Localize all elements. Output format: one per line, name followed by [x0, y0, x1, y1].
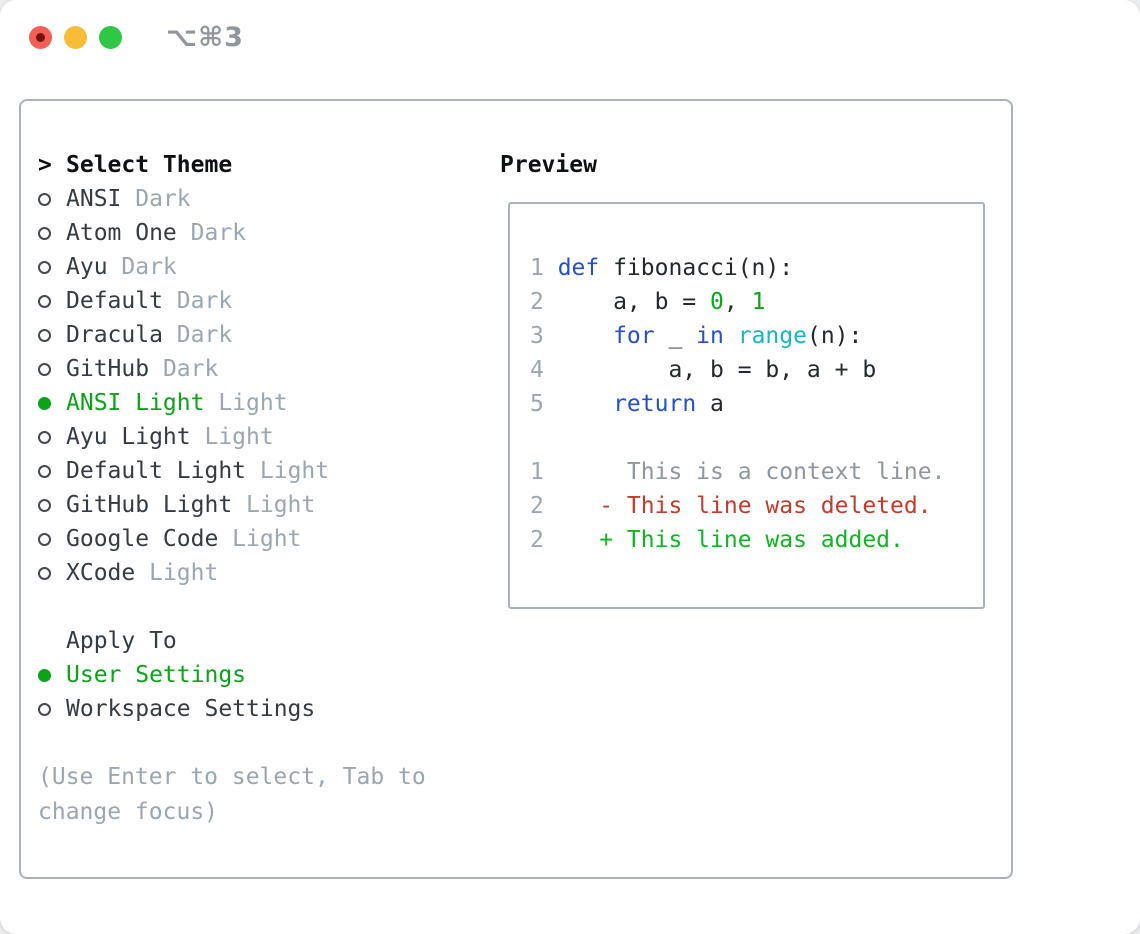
radio-icon [38, 226, 51, 240]
code-line: 5 return a [530, 387, 945, 421]
theme-item[interactable]: GitHub Dark [38, 352, 478, 386]
line-number: 2 [530, 289, 544, 315]
theme-item[interactable]: Default Dark [38, 284, 478, 318]
diff-preview: 1 This is a context line.2 - This line w… [530, 455, 945, 557]
option-variant-label: Dark [190, 220, 247, 246]
radio-selected-icon [38, 396, 51, 410]
option-label: Ayu [66, 254, 122, 280]
theme-item[interactable]: Google Code Light [38, 522, 478, 556]
apply-to-option[interactable]: Workspace Settings [38, 692, 478, 726]
option-label: Default [66, 288, 177, 314]
option-variant-label: Light [232, 526, 302, 552]
option-variant-label: Light [259, 458, 330, 484]
line-number: 4 [530, 357, 544, 383]
radio-icon [38, 328, 51, 342]
radio-selected-icon [38, 668, 51, 682]
option-variant-label: Dark [176, 322, 233, 348]
theme-item[interactable]: Ayu Dark [38, 250, 478, 284]
line-number: 2 [530, 493, 544, 519]
window-title: ⌥⌘3 [166, 22, 244, 53]
radio-icon [38, 566, 51, 580]
option-label: User Settings [66, 662, 247, 688]
close-dot-icon [36, 33, 45, 42]
option-label: GitHub [66, 356, 163, 382]
radio-icon [38, 702, 51, 716]
option-label: GitHub Light [66, 492, 247, 518]
preview-header: Preview [500, 152, 597, 178]
blank-line [530, 421, 945, 455]
radio-icon [38, 532, 51, 546]
option-label: ANSI [66, 186, 136, 212]
spacer [38, 726, 478, 760]
diff-line: 1 This is a context line. [530, 455, 945, 489]
line-number: 2 [530, 527, 544, 553]
theme-item[interactable]: Ayu Light Light [38, 420, 478, 454]
option-label: Google Code [66, 526, 233, 552]
code-line: 4 a, b = b, a + b [530, 353, 945, 387]
option-label: ANSI Light [66, 390, 219, 416]
minimize-button[interactable] [64, 26, 87, 49]
apply-to-option[interactable]: User Settings [38, 658, 478, 692]
option-variant-label: Light [204, 424, 274, 450]
zoom-button[interactable] [99, 26, 122, 49]
line-number: 1 [530, 459, 544, 485]
option-variant-label: Light [149, 560, 219, 586]
radio-icon [38, 294, 51, 308]
select-theme-title: Select Theme [66, 152, 233, 178]
option-label: Atom One [66, 220, 191, 246]
radio-icon [38, 192, 51, 206]
theme-item[interactable]: XCode Light [38, 556, 478, 590]
theme-item[interactable]: ANSI Light Light [38, 386, 478, 420]
radio-icon [38, 498, 51, 512]
option-variant-label: Dark [176, 288, 233, 314]
radio-icon [38, 362, 51, 376]
option-label: XCode [66, 560, 150, 586]
option-variant-label: Light [246, 492, 316, 518]
radio-icon [38, 464, 51, 478]
apply-to-title: Apply To [66, 628, 177, 654]
code-line: 2 a, b = 0, 1 [530, 285, 945, 319]
select-theme-header: > Select Theme [38, 148, 478, 182]
option-label: Ayu Light [66, 424, 205, 450]
hint-text: (Use Enter to select, Tab to change focu… [38, 764, 426, 825]
cursor-prefix-icon: > [38, 152, 52, 178]
theme-item[interactable]: ANSI Dark [38, 182, 478, 216]
diff-line: 2 + This line was added. [530, 523, 945, 557]
theme-item[interactable]: Dracula Dark [38, 318, 478, 352]
option-variant-label: Dark [135, 186, 191, 212]
line-number: 1 [530, 255, 544, 281]
apply-to-header: Apply To [38, 624, 478, 658]
theme-item[interactable]: Atom One Dark [38, 216, 478, 250]
option-variant-label: Dark [121, 254, 177, 280]
spacer [38, 590, 478, 624]
option-label: Dracula [66, 322, 177, 348]
option-label: Default Light [66, 458, 260, 484]
close-button[interactable] [29, 26, 52, 49]
radio-icon [38, 430, 51, 444]
code-line: 3 for _ in range(n): [530, 319, 945, 353]
diff-line: 2 - This line was deleted. [530, 489, 945, 523]
option-variant-label: Light [218, 390, 288, 416]
line-number: 3 [530, 323, 544, 349]
line-number: 5 [530, 391, 544, 417]
radio-icon [38, 260, 51, 274]
option-variant-label: Dark [162, 356, 219, 382]
theme-item[interactable]: GitHub Light Light [38, 488, 478, 522]
option-label: Workspace Settings [66, 696, 316, 722]
theme-item[interactable]: Default Light Light [38, 454, 478, 488]
